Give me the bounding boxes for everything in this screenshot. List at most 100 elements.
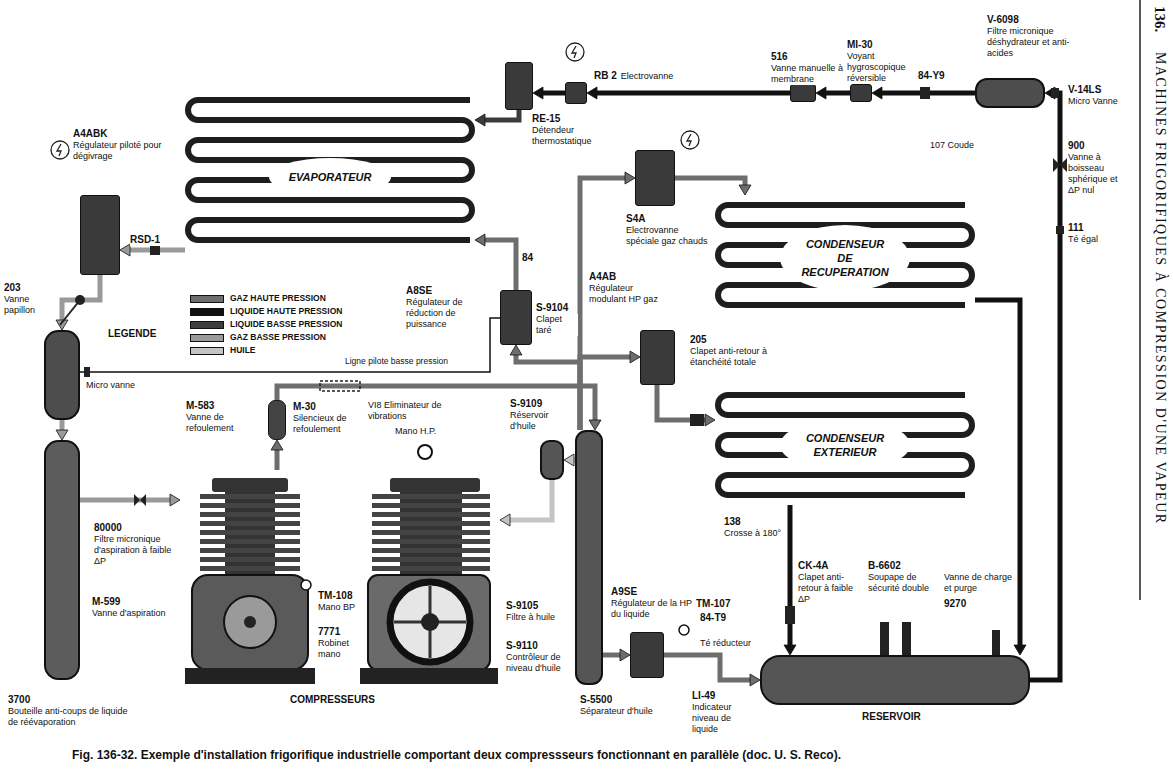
flow-arrowhead — [872, 87, 882, 99]
pipe-line — [664, 655, 752, 680]
part-caption: A4ABKRégulateur piloté pour dégivrage — [73, 128, 165, 162]
part-label: V-14LS — [1068, 84, 1101, 96]
compressor-drawing — [390, 582, 470, 662]
pipe-connector — [271, 440, 283, 470]
electric-symbol — [57, 144, 61, 156]
pipe-connector — [603, 649, 630, 661]
flow-arrowhead — [750, 674, 760, 686]
compressor-drawing — [212, 478, 288, 492]
part-description: Filtre micronique d'aspiration à faible … — [94, 534, 178, 567]
part-label: 111 — [1068, 222, 1084, 234]
hot-gas-solenoid: S4AElectrovanne spéciale gaz chauds — [635, 150, 675, 206]
part-description: Vanne manuelle à membrane — [771, 63, 843, 85]
part-description: Réservoir d'huile — [510, 410, 572, 432]
part-code: V-6098 — [987, 14, 1019, 26]
pressure-gauge — [418, 445, 432, 459]
flow-arrowhead — [120, 244, 130, 256]
pipe-connector — [872, 87, 975, 99]
flow-arrowhead — [816, 87, 826, 99]
part-label: Clapet anti-retour à faible ΔP — [798, 572, 862, 605]
pipe-connector — [587, 87, 790, 99]
part-caption: 516Vanne manuelle à membrane — [771, 51, 843, 85]
part-label: M-599 — [92, 596, 120, 608]
legend-row: GAZ BASSE PRESSION — [190, 331, 342, 344]
part-label: Mano H.P. — [395, 426, 436, 437]
coil-label: CONDENSEUR DE RECUPERATION — [780, 225, 910, 291]
pipe-fitting — [920, 87, 930, 99]
recovery-condenser: CONDENSEUR DE RECUPERATION — [715, 195, 975, 320]
part-caption: A8SERégulateur de réduction de puissance — [406, 285, 486, 330]
compressor-drawing — [368, 575, 490, 670]
flow-arrowhead — [625, 172, 635, 184]
pipe-connector — [580, 351, 640, 430]
part-label: TM-107 — [696, 598, 730, 610]
pipe-connector — [816, 87, 850, 99]
pipe-connector — [80, 494, 180, 506]
legend-row: LIQUIDE HAUTE PRESSION — [190, 305, 342, 318]
part-label: Crosse à 180° — [724, 528, 781, 539]
part-code: A4ABK — [73, 128, 107, 140]
part-description: Séparateur d'huile — [580, 706, 653, 717]
pipe-fitting — [134, 494, 146, 506]
part-label: Té réducteur — [700, 638, 751, 649]
pipe-fitting — [690, 414, 704, 426]
compressor-drawing — [224, 596, 276, 648]
pipe-fitting — [75, 87, 1067, 655]
legend-swatch — [190, 334, 224, 342]
part-description: Régulateur piloté pour dégivrage — [73, 140, 165, 162]
flow-arrowhead — [475, 114, 485, 126]
part-label: 84 — [522, 252, 533, 264]
part-label: S-9110 — [506, 640, 538, 652]
pipe-line — [275, 448, 280, 470]
pipe-fitting — [1051, 88, 1059, 98]
part-label: Filtre à huile — [506, 612, 555, 623]
legend-swatch — [190, 308, 224, 316]
flow-arrowhead — [1014, 645, 1026, 655]
electric-symbol — [687, 134, 691, 146]
pipe-line — [483, 240, 516, 290]
part-description: Régulateur de réduction de puissance — [406, 297, 486, 330]
pipe-line — [541, 91, 565, 96]
compressor-drawing — [301, 580, 311, 590]
part-description: Régulateur modulant HP gaz — [589, 283, 659, 305]
compressor-drawing — [192, 575, 308, 670]
part-code: A9SE — [611, 586, 637, 598]
pipe-connector — [564, 454, 575, 466]
liquid-pressure-regulator: A9SERégulateur de la HP du liquide — [630, 632, 664, 678]
compressor-drawing — [390, 478, 480, 492]
pipe-connector — [1030, 87, 1060, 680]
figure-caption: Fig. 136-32. Exemple d'installation frig… — [72, 748, 841, 763]
flow-arrowhead — [589, 420, 601, 430]
vibration-hose — [320, 381, 360, 391]
part-label: 9270 — [944, 598, 966, 610]
pipe-fitting — [992, 630, 1000, 655]
pipe-fitting — [785, 606, 795, 624]
flow-arrowhead — [475, 234, 485, 246]
flow-arrowhead — [271, 440, 283, 450]
evaporator-coil: EVAPORATEUR — [185, 92, 475, 262]
part-label: CK-4A — [798, 560, 829, 572]
flow-arrowhead — [500, 514, 510, 526]
part-label: 84-T9 — [700, 612, 726, 624]
part-code: M-30 — [293, 401, 316, 413]
part-label: 138 — [724, 516, 741, 528]
legend-heading: LEGENDE — [108, 328, 156, 340]
pipe-connector — [975, 300, 1026, 655]
compressor-drawing — [185, 668, 315, 684]
pipe-connector — [56, 420, 68, 440]
part-label: Vanne à boisseau sphérique et ΔP nul — [1068, 152, 1132, 196]
compressor-drawing — [200, 494, 300, 571]
pipe-connector — [657, 385, 715, 426]
part-label: M-583 — [186, 400, 214, 412]
solenoid-valve: RB 2Electrovanne — [565, 82, 587, 104]
flow-arrowhead — [56, 430, 68, 440]
part-label: Clapet anti-retour à étanchéité totale — [690, 346, 782, 368]
part-label: Micro Vanne — [1068, 96, 1118, 107]
outdoor-condenser: CONDENSEUR EXTERIEUR — [715, 385, 975, 505]
pipe-fitting — [1056, 226, 1064, 234]
suction-filter: 80000Filtre micronique d'aspiration à fa… — [44, 330, 80, 420]
legend-swatch — [190, 347, 224, 355]
legend-swatch — [190, 295, 224, 303]
part-label: Soupape de sécurité double — [868, 572, 938, 594]
